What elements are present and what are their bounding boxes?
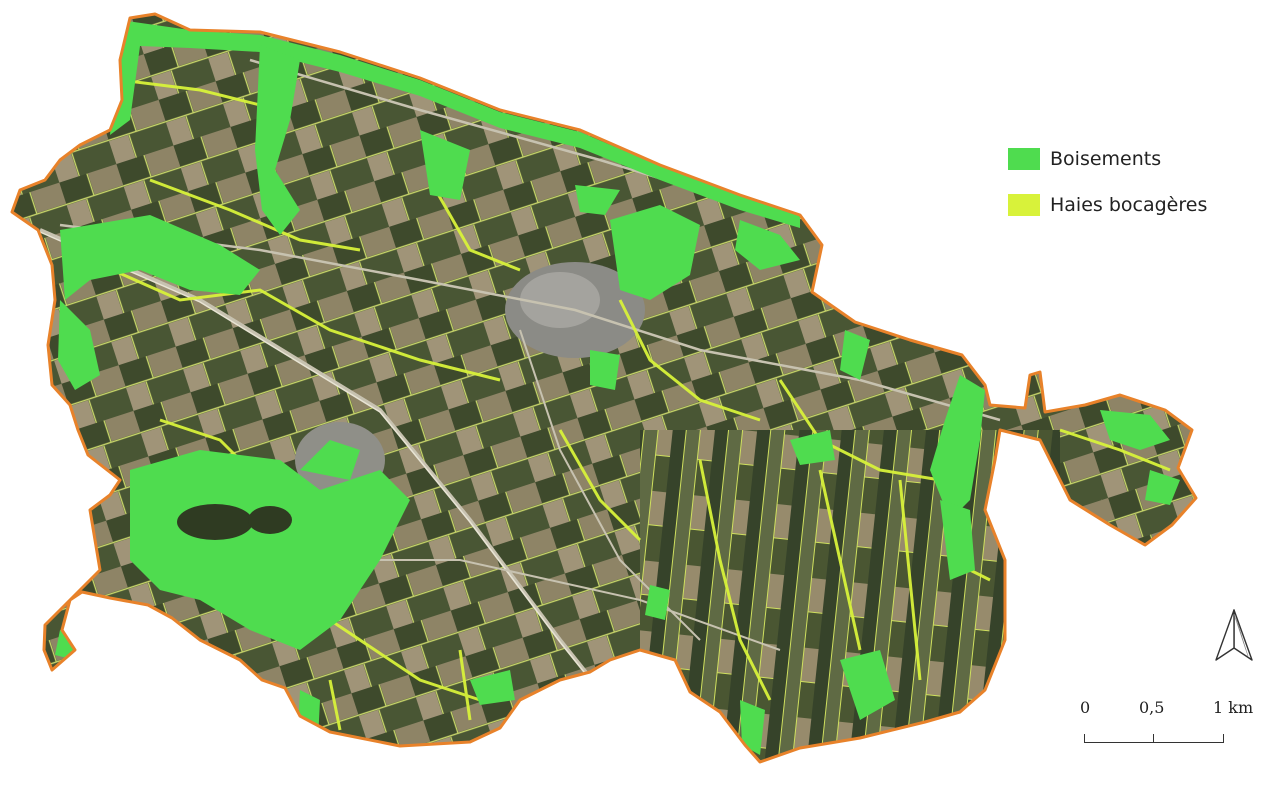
- woodland-layer: [55, 20, 1180, 755]
- scale-bar-mid-tick: [1153, 734, 1154, 743]
- scale-bar-line: [1084, 734, 1224, 743]
- legend-item-haies: Haies bocagères: [1008, 190, 1207, 220]
- hedges-layer: [89, 78, 1171, 731]
- scale-label-end: 1 km: [1213, 698, 1254, 717]
- dense-forest-patch: [177, 504, 292, 540]
- scale-label-0: 0: [1080, 698, 1091, 717]
- legend-label: Boisements: [1050, 148, 1162, 170]
- scale-label-mid: 0,5: [1139, 698, 1165, 717]
- scale-bar: 0 0,5 1 km: [1075, 698, 1253, 748]
- legend-swatch-boisements: [1008, 148, 1040, 170]
- legend-label: Haies bocagères: [1050, 194, 1208, 216]
- legend-swatch-haies: [1008, 194, 1040, 216]
- north-arrow-icon: [1215, 609, 1253, 661]
- legend-item-boisements: Boisements: [1008, 144, 1207, 174]
- commune-boundary: [10, 12, 1198, 764]
- map-legend: Boisements Haies bocagères: [1008, 144, 1207, 236]
